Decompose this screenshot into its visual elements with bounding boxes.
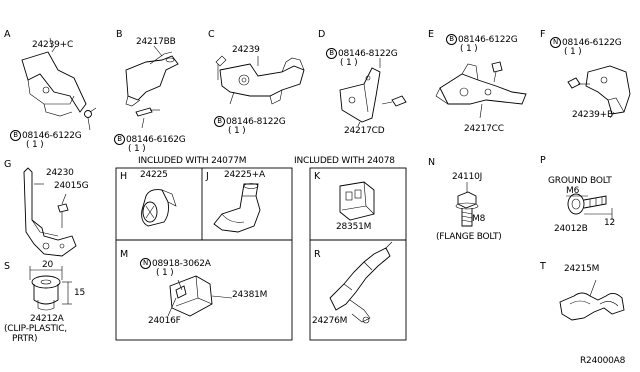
bolt-qty-a: ( 1 ) [26,140,44,150]
part-24217bb-label: 24217BB [136,37,176,47]
part-24225-label: 24225 [140,170,168,180]
bolt-prefix-icon: B [214,116,225,127]
clip-24212a-drawing [29,266,72,311]
section-letter-m: M [120,249,128,260]
bolt-qty-e: ( 1 ) [460,44,478,54]
bolt-qty-m: ( 1 ) [156,268,174,278]
clip-note-line2: PRTR) [12,334,38,344]
part-24212a-label: 24212A [30,314,64,324]
section-letter-s: S [4,261,10,272]
group-box-24078 [309,167,407,341]
clip-height-dim: 15 [74,288,86,298]
clip-width-dim: 20 [42,260,54,270]
section-letter-d: D [318,29,326,40]
bolt-prefix-icon: N [550,37,561,48]
group-label-24078: INCLUDED WITH 24078 [294,156,395,166]
bolt-length-p: 12 [604,218,616,228]
ground-bolt-title: GROUND BOLT [548,176,612,186]
part-24239b-label: 24239+B [572,110,613,120]
section-letter-j: J [206,171,209,182]
section-letter-r: R [314,249,321,260]
bracket-24239c-drawing [21,37,97,131]
bracket-24217cd-drawing [339,58,407,127]
bracket-24239b-drawing [567,65,631,119]
part-24276m-label: 24276M [312,316,348,326]
clamp-24215m-drawing [559,279,625,321]
grommet-24225-drawing [141,189,177,227]
bolt-prefix-icon: B [326,48,337,59]
bolt-qty-d: ( 1 ) [340,58,358,68]
section-letter-b: B [116,29,123,40]
part-24215m-label: 24215M [564,264,600,274]
bracket-24217cc-drawing [435,61,527,119]
part-24015g-label: 24015G [54,181,89,191]
connector-28351m-drawing [339,181,375,221]
bolt-prefix-icon: B [446,34,457,45]
diagram-code: R24000A8 [580,356,626,366]
bolt-prefix-icon: B [10,130,21,141]
part-24225a-label: 24225+A [224,170,265,180]
bracket-24230-drawing [23,167,77,257]
group-label-24077m: INCLUDED WITH 24077M [138,156,247,166]
section-letter-g: G [4,159,12,170]
section-letter-a: A [4,29,11,40]
part-24110j-label: 24110J [452,172,483,182]
bracket-24239-drawing [215,55,305,105]
bolt-qty-c: ( 1 ) [228,126,246,136]
bolt-prefix-icon: N [140,258,151,269]
group-box-24077m [115,167,293,341]
section-letter-c: C [208,29,215,40]
section-letter-n: N [428,157,435,168]
bolt-size-p: M6 [566,186,580,196]
clip-note-line1: (CLIP-PLASTIC, [4,324,67,334]
bolt-size-n: M8 [472,214,486,224]
harness-24276m-drawing [329,241,393,324]
bolt-prefix-icon: B [114,134,125,145]
section-letter-t: T [540,261,546,272]
bolt-qty-f: ( 1 ) [564,47,582,57]
part-28351m-label: 28351M [336,222,372,232]
section-letter-k: K [314,171,321,182]
part-24381m-label: 24381M [232,290,268,300]
flange-bolt-note: (FLANGE BOLT) [436,232,502,242]
bolt-qty-b: ( 1 ) [128,144,146,154]
section-letter-f: F [540,29,546,40]
part-24217cc-label: 24217CC [464,124,504,134]
part-24012b-label: 24012B [554,224,588,234]
part-24239-label: 24239 [232,45,260,55]
section-letter-h: H [120,171,127,182]
boot-24225a-drawing [213,183,261,233]
bracket-24217bb-drawing [125,45,179,129]
part-24217cd-label: 24217CD [344,126,385,136]
ground-bolt-24012b-drawing [566,193,613,220]
section-letter-e: E [428,29,434,40]
part-24230-label: 24230 [46,168,74,178]
part-24016f-label: 24016F [148,316,181,326]
section-letter-p: P [540,155,546,166]
part-24239c-label: 24239+C [32,40,74,50]
connector-24381m-drawing [167,275,233,317]
flange-bolt-24110j-drawing [455,182,479,227]
